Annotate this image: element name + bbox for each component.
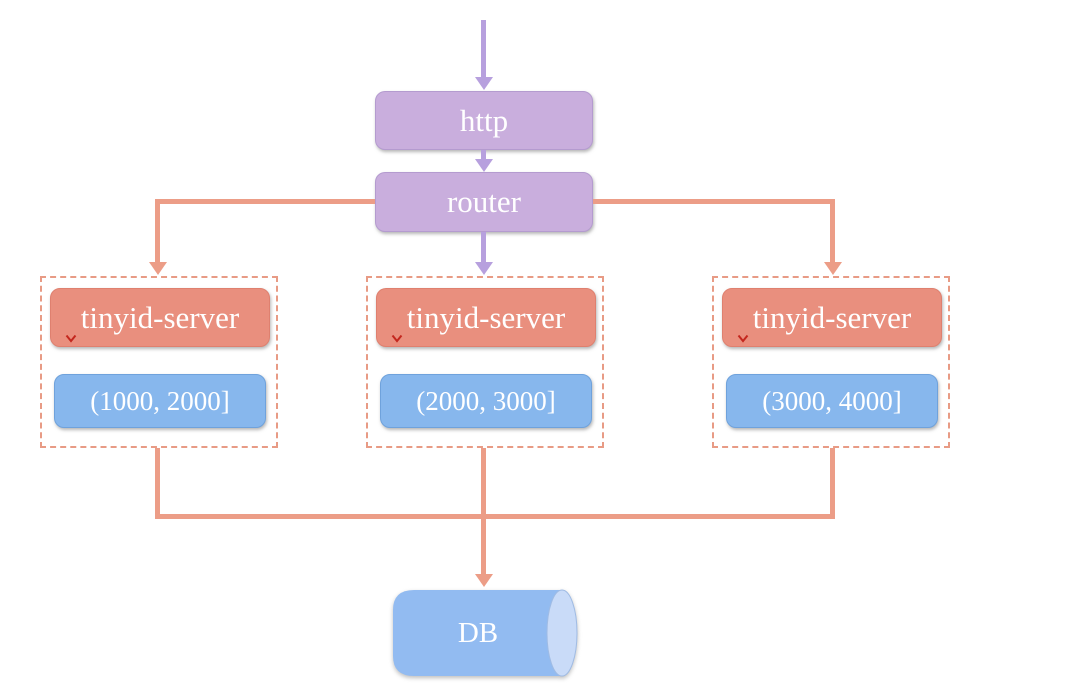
edge-server3-down [830,448,835,519]
arrowhead-down-icon [475,262,493,275]
edge-server2-to-db [481,448,486,574]
node-router-label: router [446,184,522,219]
node-range-3: (3000, 4000] [726,374,938,428]
arrowhead-down-icon [475,159,493,172]
spellcheck-mark-icon [391,334,403,343]
arrowhead-down-icon [149,262,167,275]
node-range-2: (2000, 3000] [380,374,592,428]
node-tinyid-server-1-label: tinyid-server [80,299,240,335]
node-router: router [375,172,593,232]
edge-server1-down [155,448,160,519]
node-tinyid-server-2: tinyid-server [376,288,596,347]
server-group-2: tinyid-server (2000, 3000] [366,276,604,448]
edge-http-to-router [481,150,486,160]
arrowhead-down-icon [824,262,842,275]
edge-router-to-server1-vertical [155,199,160,262]
node-http: http [375,91,593,150]
edge-router-to-server3-vertical [830,199,835,262]
node-db-label: DB [457,616,499,649]
edge-router-to-server2 [481,232,486,262]
node-tinyid-server-2-label: tinyid-server [406,299,566,335]
node-tinyid-server-1: tinyid-server [50,288,270,347]
spellcheck-mark-icon [65,334,77,343]
node-range-3-label: (3000, 4000] [762,385,902,416]
node-db: DB [390,587,566,679]
db-cylinder-icon [393,589,578,677]
edge-external-to-http [481,20,486,78]
node-range-1-label: (1000, 2000] [90,385,230,416]
node-tinyid-server-3: tinyid-server [722,288,942,347]
node-tinyid-server-3-label: tinyid-server [752,299,912,335]
edge-router-to-server3-horizontal [593,199,835,204]
edge-bus-horizontal [155,514,835,519]
spellcheck-mark-icon [737,334,749,343]
edge-router-to-server1-horizontal [155,199,375,204]
node-range-1: (1000, 2000] [54,374,266,428]
node-range-2-label: (2000, 3000] [416,385,556,416]
node-http-label: http [459,102,509,138]
server-group-1: tinyid-server (1000, 2000] [40,276,278,448]
arrowhead-down-icon [475,77,493,90]
server-group-3: tinyid-server (3000, 4000] [712,276,950,448]
arrowhead-down-icon [475,574,493,587]
